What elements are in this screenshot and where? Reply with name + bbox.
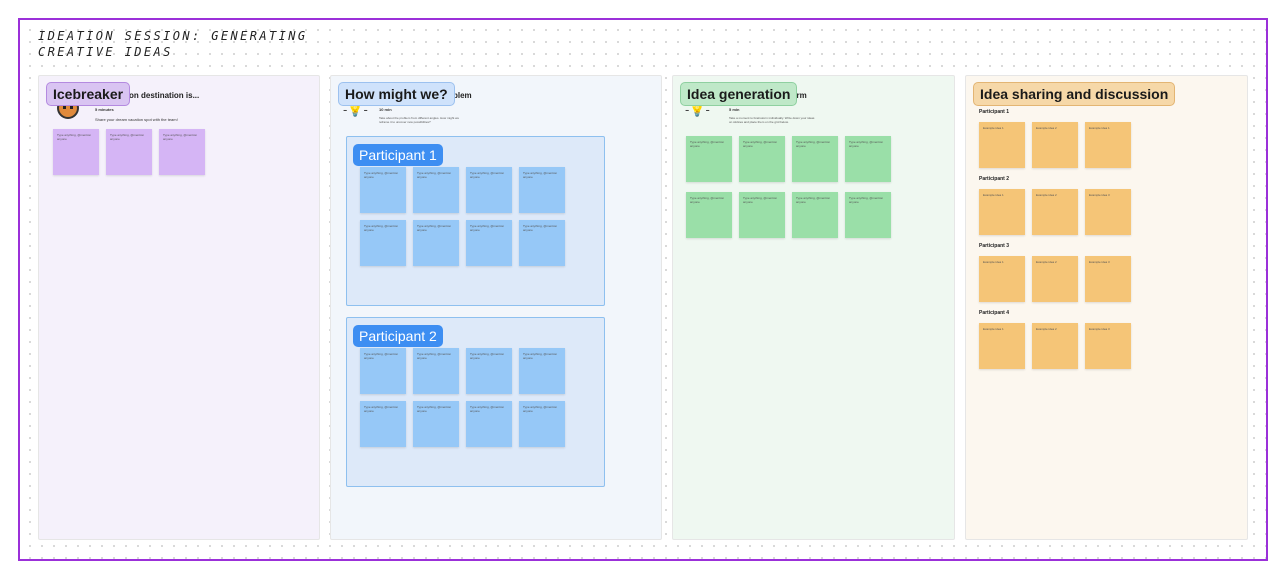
sticky-note[interactable]: Type anything, @mention anyone	[792, 192, 838, 238]
sticky-note[interactable]: Type anything, @mention anyone	[519, 348, 565, 394]
sticky-note[interactable]: Type anything, @mention anyone	[739, 136, 785, 182]
sticky-note[interactable]: Type anything, @mention anyone	[413, 348, 459, 394]
sticky-note[interactable]: Type anything, @mention anyone	[519, 167, 565, 213]
idea-gen-duration: 5 min	[729, 107, 740, 112]
icebreaker-tag[interactable]: Icebreaker	[46, 82, 131, 106]
sticky-note[interactable]: Example idea 3	[1085, 323, 1131, 369]
sticky-note[interactable]: Type anything, @mention anyone	[466, 401, 512, 447]
sticky-note[interactable]: Type anything, @mention anyone	[792, 136, 838, 182]
sticky-note[interactable]: Type anything, @mention anyone	[53, 129, 99, 175]
sticky-note[interactable]: Example idea 1	[979, 323, 1025, 369]
icebreaker-duration: 5 minutes	[95, 107, 114, 112]
sticky-note[interactable]: Example idea 1	[979, 122, 1025, 168]
sticky-note[interactable]: Example idea 3	[1085, 189, 1131, 235]
sticky-note[interactable]: Example idea 2	[1032, 256, 1078, 302]
sticky-note[interactable]: Type anything, @mention anyone	[106, 129, 152, 175]
sticky-note[interactable]: Example idea 3	[1085, 256, 1131, 302]
hmw-tag[interactable]: How might we?	[338, 82, 455, 106]
sticky-note[interactable]: Type anything, @mention anyone	[686, 136, 732, 182]
board-title-line-1: IDEATION SESSION: GENERATING	[38, 29, 308, 43]
sticky-note[interactable]: Example idea 2	[1032, 189, 1078, 235]
sticky-note[interactable]: Type anything, @mention anyone	[739, 192, 785, 238]
sticky-note[interactable]: Example idea 2	[1032, 323, 1078, 369]
board-title: IDEATION SESSION: GENERATING CREATIVE ID…	[38, 28, 338, 60]
sticky-note[interactable]: Type anything, @mention anyone	[845, 192, 891, 238]
sticky-note[interactable]: Example idea 1	[979, 189, 1025, 235]
hmw-duration: 10 min	[379, 107, 392, 112]
idea-gen-tag[interactable]: Idea generation	[680, 82, 798, 106]
sticky-note[interactable]: Type anything, @mention anyone	[360, 167, 406, 213]
idea-gen-description: Take a moment to brainstorm individually…	[729, 116, 815, 124]
lightbulb-icon: -💡-	[343, 102, 368, 117]
sticky-note[interactable]: Type anything, @mention anyone	[845, 136, 891, 182]
participant-1-tag[interactable]: Participant 1	[353, 144, 443, 166]
participant-label: Participant 1	[979, 109, 1010, 115]
sticky-note[interactable]: Example idea 2	[1032, 122, 1078, 168]
participant-2-tag[interactable]: Participant 2	[353, 325, 443, 347]
sticky-note[interactable]: Type anything, @mention anyone	[466, 220, 512, 266]
hmw-description: Take about the problem from different an…	[379, 116, 459, 124]
participant-label: Participant 2	[979, 176, 1010, 182]
sticky-note[interactable]: Type anything, @mention anyone	[466, 348, 512, 394]
sticky-note[interactable]: Type anything, @mention anyone	[360, 348, 406, 394]
lightbulb-icon: -💡-	[685, 102, 710, 117]
section-idea-generation[interactable]: -💡- torm 5 min Take a moment to brainsto…	[672, 75, 955, 540]
sticky-note[interactable]: Type anything, @mention anyone	[466, 167, 512, 213]
sticky-note[interactable]: Type anything, @mention anyone	[519, 220, 565, 266]
section-idea-sharing[interactable]: Idea sharing and discussion Participant …	[965, 75, 1248, 540]
sticky-note[interactable]: Example idea 1	[979, 256, 1025, 302]
icebreaker-description: Share your dream vacation spot with the …	[95, 117, 178, 122]
icebreaker-heading: m vacation destination is...	[97, 91, 200, 100]
idea-gen-heading: torm	[789, 91, 807, 100]
section-how-might-we[interactable]: -💡- blem 10 min Take about the problem f…	[330, 75, 662, 540]
whiteboard-frame: IDEATION SESSION: GENERATING CREATIVE ID…	[18, 18, 1268, 561]
idea-sharing-tag[interactable]: Idea sharing and discussion	[973, 82, 1176, 106]
sticky-note[interactable]: Type anything, @mention anyone	[519, 401, 565, 447]
sticky-note[interactable]: Type anything, @mention anyone	[413, 220, 459, 266]
sticky-note[interactable]: Example idea 1	[1085, 122, 1131, 168]
participant-label: Participant 3	[979, 243, 1010, 249]
participant-label: Participant 4	[979, 310, 1010, 316]
sticky-note[interactable]: Type anything, @mention anyone	[686, 192, 732, 238]
participant-1-box[interactable]: Participant 1 Type anything, @mention an…	[346, 136, 605, 306]
section-icebreaker[interactable]: m vacation destination is... 5 minutes S…	[38, 75, 320, 540]
hmw-heading: blem	[453, 91, 472, 100]
sticky-note[interactable]: Type anything, @mention anyone	[159, 129, 205, 175]
sticky-note[interactable]: Type anything, @mention anyone	[360, 220, 406, 266]
sticky-note[interactable]: Type anything, @mention anyone	[413, 401, 459, 447]
board-title-line-2: CREATIVE IDEAS	[38, 45, 173, 59]
participant-2-box[interactable]: Participant 2 Type anything, @mention an…	[346, 317, 605, 487]
sticky-note[interactable]: Type anything, @mention anyone	[413, 167, 459, 213]
sticky-note[interactable]: Type anything, @mention anyone	[360, 401, 406, 447]
